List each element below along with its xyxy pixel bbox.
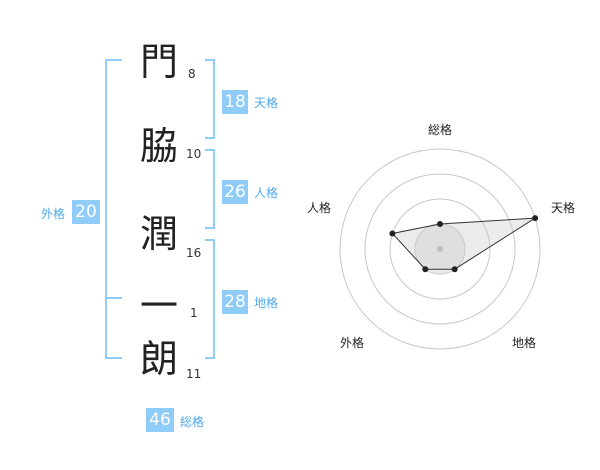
jin-badge: 26 <box>222 180 248 204</box>
radar-ring-3 <box>364 173 516 325</box>
radar-point-3 <box>451 266 458 273</box>
name-char-2: 脇 <box>139 124 178 168</box>
radar-point-4 <box>422 266 429 273</box>
gai-bracket <box>105 59 122 359</box>
radar-point-2 <box>532 215 539 222</box>
ten-bracket <box>205 59 215 139</box>
chi-badge: 28 <box>222 290 248 314</box>
radar-axis-label-chi: 地格 <box>511 336 536 350</box>
radar-axis-label-gai: 外格 <box>339 336 364 350</box>
name-char-1: 門 <box>139 40 178 84</box>
gai-label: 外格 <box>41 207 66 221</box>
name-char-4: 一 <box>139 284 178 328</box>
jin-bracket <box>205 149 215 229</box>
radar-axis-label-sou: 総格 <box>427 123 452 137</box>
sou-label: 総格 <box>180 415 205 429</box>
chi-label: 地格 <box>254 296 279 310</box>
name-char-3: 潤 <box>139 212 178 256</box>
radar-series-area <box>391 217 536 270</box>
radar-axis-label-jin: 人格 <box>306 201 331 215</box>
stroke-count-3: 16 <box>186 246 202 260</box>
stroke-count-1: 8 <box>188 67 196 81</box>
sou-badge: 46 <box>146 408 174 432</box>
name-char-5: 朗 <box>139 337 178 381</box>
chi-bracket <box>205 239 215 359</box>
jin-label: 人格 <box>254 186 279 200</box>
ten-label: 天格 <box>254 96 279 110</box>
ten-badge: 18 <box>222 90 248 114</box>
radar-point-1 <box>437 221 443 227</box>
stroke-count-4: 1 <box>190 306 198 320</box>
radar-ring-4 <box>339 148 541 350</box>
radar-point-5 <box>389 230 396 237</box>
radar-axis-label-ten: 天格 <box>550 201 575 215</box>
gai-badge: 20 <box>72 200 100 224</box>
stroke-count-5: 11 <box>186 367 202 381</box>
radar-ring-2 <box>389 198 491 300</box>
stroke-count-2: 10 <box>186 147 202 161</box>
radar-center-dot <box>437 246 443 252</box>
